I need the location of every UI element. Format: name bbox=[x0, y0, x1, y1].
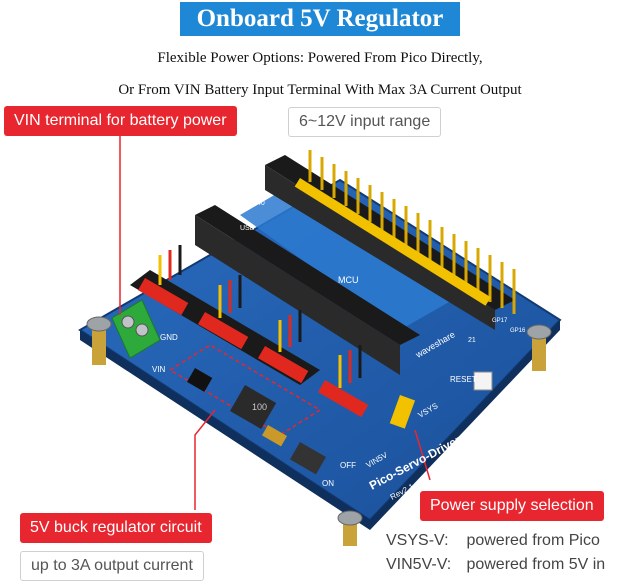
servo-headers bbox=[130, 245, 369, 418]
mcu-text: MCU bbox=[338, 275, 359, 285]
callout-leaders bbox=[119, 136, 431, 510]
reset-text: RESET bbox=[450, 375, 477, 384]
page-title: Onboard 5V Regulator bbox=[180, 2, 460, 36]
vin-text: VIN bbox=[152, 365, 166, 374]
inductor-text: 100 bbox=[252, 402, 267, 412]
reset-button bbox=[473, 371, 493, 391]
pico-pcb bbox=[240, 180, 470, 330]
legend-vin5v-text: powered from 5V in bbox=[466, 556, 606, 573]
callout-output-current: up to 3A output current bbox=[20, 551, 204, 581]
callout-power-selection: Power supply selection bbox=[420, 491, 604, 521]
inductor bbox=[230, 385, 277, 429]
vin-terminal-block bbox=[111, 299, 161, 359]
gp17-text: GP17 bbox=[492, 318, 508, 324]
power-jumper bbox=[389, 395, 416, 429]
pin-40-text: 40 bbox=[257, 200, 265, 207]
female-header-front-side bbox=[195, 215, 400, 375]
legend-vsys-text: powered from Pico bbox=[466, 532, 600, 549]
legend-vsys-key: VSYS-V: bbox=[386, 532, 449, 549]
power-switch bbox=[290, 441, 326, 475]
female-header-back-side bbox=[265, 165, 495, 330]
callout-input-range: 6~12V input range bbox=[288, 107, 442, 137]
legend-vin5v-key: VIN5V-V: bbox=[386, 556, 452, 573]
gpio-pin-base-back bbox=[294, 177, 491, 306]
pcb-edge bbox=[80, 330, 370, 530]
regulator-outline bbox=[168, 344, 322, 436]
off-text: OFF bbox=[340, 461, 356, 470]
on-text: ON bbox=[322, 479, 334, 488]
gp16-text: GP16 bbox=[510, 328, 526, 334]
callout-buck-regulator: 5V buck regulator circuit bbox=[20, 513, 212, 543]
pcb-edge-right bbox=[370, 320, 560, 530]
capacitor bbox=[262, 425, 288, 447]
pin-21-text: 21 bbox=[468, 337, 476, 344]
subtitle-line-2: Or From VIN Battery Input Terminal With … bbox=[118, 82, 522, 98]
callout-vin-terminal: VIN terminal for battery power bbox=[4, 106, 237, 136]
female-header-front bbox=[195, 205, 420, 345]
subtitle-line-1: Flexible Power Options: Powered From Pic… bbox=[157, 50, 483, 66]
gpio-pins-back bbox=[308, 150, 516, 314]
regulator-ic bbox=[187, 368, 213, 392]
usb-text: USB bbox=[240, 225, 255, 232]
legend-vsys: VSYS-V: powered from Pico bbox=[386, 532, 600, 550]
gnd-text: GND bbox=[160, 333, 178, 342]
legend-vin5v: VIN5V-V: powered from 5V in bbox=[386, 556, 605, 574]
